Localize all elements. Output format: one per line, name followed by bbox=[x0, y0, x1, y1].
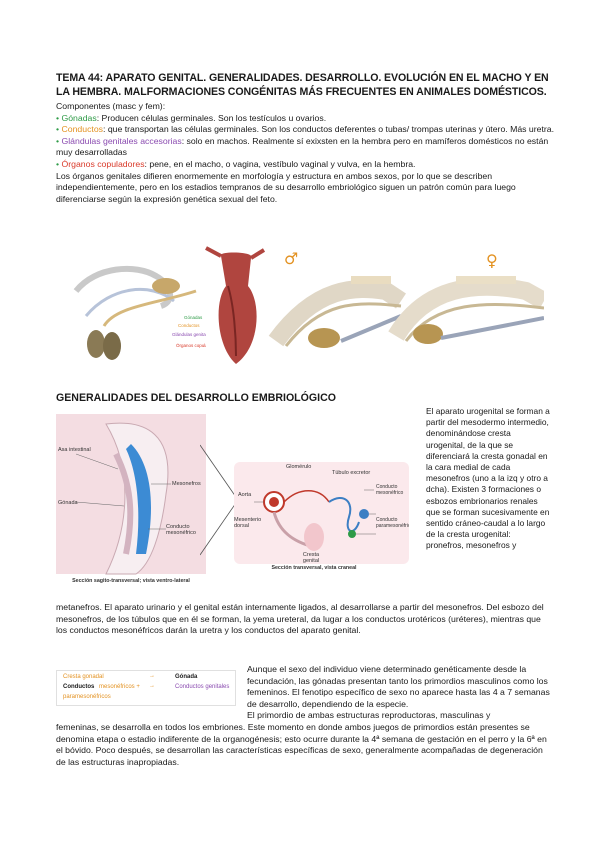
legend-gonadas: Gónadas bbox=[184, 315, 203, 320]
section-heading-embryology: GENERALIDADES DEL DESARROLLO EMBRIOLÓGIC… bbox=[56, 392, 336, 404]
female-symbol-icon: ♀ bbox=[486, 251, 498, 270]
transverse-illustration bbox=[234, 462, 409, 564]
list-item-glandulas: • Glándulas genitales accesorias: solo e… bbox=[56, 135, 549, 158]
connector-lines bbox=[200, 444, 239, 556]
sagittal-section-figure: Asa intestinal Gónada Mesonefros Conduct… bbox=[56, 414, 206, 597]
term-conductos: Conductos bbox=[61, 124, 104, 135]
male-tract-drawing bbox=[73, 265, 197, 360]
label-mesonefros: Mesonefros bbox=[172, 481, 201, 487]
label-conducto-mesonefrico-2: Conducto mesonéfrico bbox=[376, 484, 404, 496]
embryology-side-text: El aparato urogenital se forman a partir… bbox=[426, 406, 550, 551]
table-gonada: Gónada bbox=[175, 674, 198, 680]
label-glomerulo: Glomérulo bbox=[286, 464, 312, 470]
legend-organos: Órganos copuladores bbox=[176, 342, 220, 348]
legend-glandulas: Glándulas genitales accesorias bbox=[172, 332, 235, 337]
male-symbol-icon: ♂ bbox=[284, 249, 298, 268]
term-organos: Órganos copuladores bbox=[61, 158, 145, 169]
page-title: TEMA 44: APARATO GENITAL. GENERALIDADES.… bbox=[56, 72, 549, 98]
embryology-paragraph: metanefros. El aparato urinario y el gen… bbox=[56, 602, 544, 636]
table-conductos: Conductos bbox=[63, 684, 95, 690]
term-gonadas: Gónadas bbox=[61, 112, 97, 123]
middle-tract-drawing bbox=[268, 276, 406, 348]
legend-conductos: Conductos bbox=[178, 323, 200, 328]
table-paramesonefricos: paramesonéfricos bbox=[63, 694, 111, 700]
list-item-conductos: • Conductos: que transportan las células… bbox=[56, 124, 555, 135]
table-arrow-2: → bbox=[149, 683, 155, 689]
term-glandulas: Glándulas genitales accesorias bbox=[61, 135, 182, 146]
table-mesonefricos: mesonéfricos + bbox=[99, 684, 140, 690]
caption-sagittal: Sección sagito-transversal; vista ventro… bbox=[72, 578, 190, 584]
label-conducto-paramesonefrico: Conducto paramesonéfrico bbox=[376, 517, 409, 529]
right-tract-drawing bbox=[388, 276, 544, 344]
label-tubulo-excretor: Túbulo excretor bbox=[332, 470, 371, 476]
label-cresta-genital: Cresta genital bbox=[302, 552, 320, 564]
primordium-paragraph: femeninas, se desarrolla en todos los em… bbox=[56, 722, 547, 767]
intro-paragraph: Los órganos genitales difieren enormemen… bbox=[56, 170, 516, 204]
label-mesenterio: Mesenterio dorsal bbox=[234, 517, 262, 529]
sagittal-illustration bbox=[56, 414, 206, 575]
table-conductos-genitales: Conductos genitales bbox=[175, 684, 230, 690]
intro-section: Componentes (masc y fem): • Gónadas: Pro… bbox=[56, 101, 556, 205]
derivation-table: Cresta gonadal → Gónada Conductos mesoné… bbox=[56, 670, 236, 706]
table-cresta-gonadal: Cresta gonadal bbox=[63, 674, 104, 680]
label-gonada: Gónada bbox=[58, 500, 78, 506]
transverse-section-figure: Glomérulo Túbulo excretor Aorta Mesenter… bbox=[234, 462, 409, 582]
caption-transverse: Sección transversal, vista craneal bbox=[271, 565, 357, 571]
list-item-organos: • Órganos copuladores: pene, en el macho… bbox=[56, 158, 416, 169]
table-arrow-1: → bbox=[149, 673, 155, 679]
list-item-gonadas: • Gónadas: Producen células germinales. … bbox=[56, 112, 327, 123]
figure-legend: Gónadas Conductos Glándulas genitales ac… bbox=[172, 315, 235, 348]
label-asa-intestinal: Asa intestinal bbox=[58, 447, 91, 453]
sex-determination-text: Aunque el sexo del individuo viene deter… bbox=[247, 664, 550, 721]
components-heading: Componentes (masc y fem): bbox=[56, 101, 166, 111]
label-conducto-mesonefrico: Conducto mesonéfrico bbox=[166, 524, 196, 536]
label-aorta: Aorta bbox=[238, 492, 252, 498]
specimen-photo bbox=[205, 246, 266, 366]
anatomy-figure: Gónadas Conductos Glándulas genitales ac… bbox=[56, 246, 544, 368]
anatomy-illustration: Gónadas Conductos Glándulas genitales ac… bbox=[73, 246, 544, 366]
